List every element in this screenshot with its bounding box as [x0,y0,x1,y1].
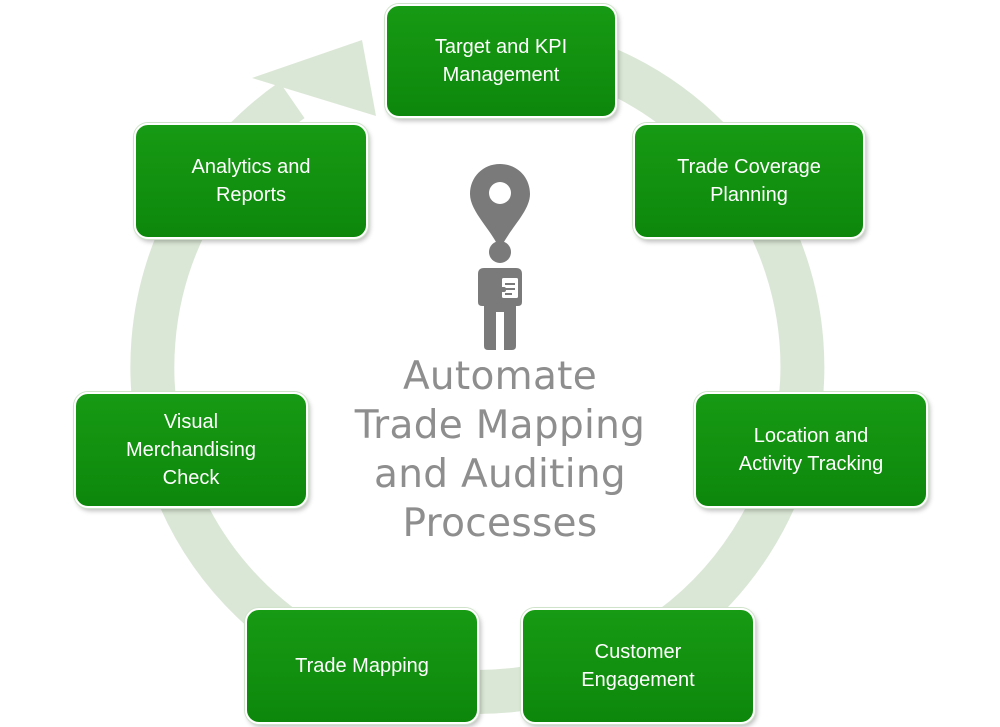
step-customer-engagement[interactable]: Customer Engagement [521,608,755,724]
field-agent-icon [478,241,522,350]
ring-arrowhead [252,40,376,116]
center-title: Automate Trade Mapping and Auditing Proc… [354,354,646,546]
step-visual-merchandising-check[interactable]: Visual Merchandising Check [74,392,308,508]
step-label: Analytics and Reports [191,156,311,206]
map-pin-icon [470,164,530,250]
step-label: Location and Activity Tracking [738,425,884,475]
center-icon-group [470,164,530,350]
step-label: Trade Mapping [295,655,429,677]
step-label: Trade Coverage Planning [677,156,821,206]
step-label: Customer Engagement [581,641,695,691]
step-label: Visual Merchandising Check [125,411,257,489]
step-trade-coverage-planning[interactable]: Trade Coverage Planning [633,123,865,239]
step-analytics-reports[interactable]: Analytics and Reports [134,123,368,239]
step-trade-mapping[interactable]: Trade Mapping [245,608,479,724]
step-location-activity-tracking[interactable]: Location and Activity Tracking [694,392,928,508]
step-target-kpi-management[interactable]: Target and KPI Management [385,4,617,118]
step-label: Target and KPI Management [434,36,568,86]
ring-path [130,43,825,714]
